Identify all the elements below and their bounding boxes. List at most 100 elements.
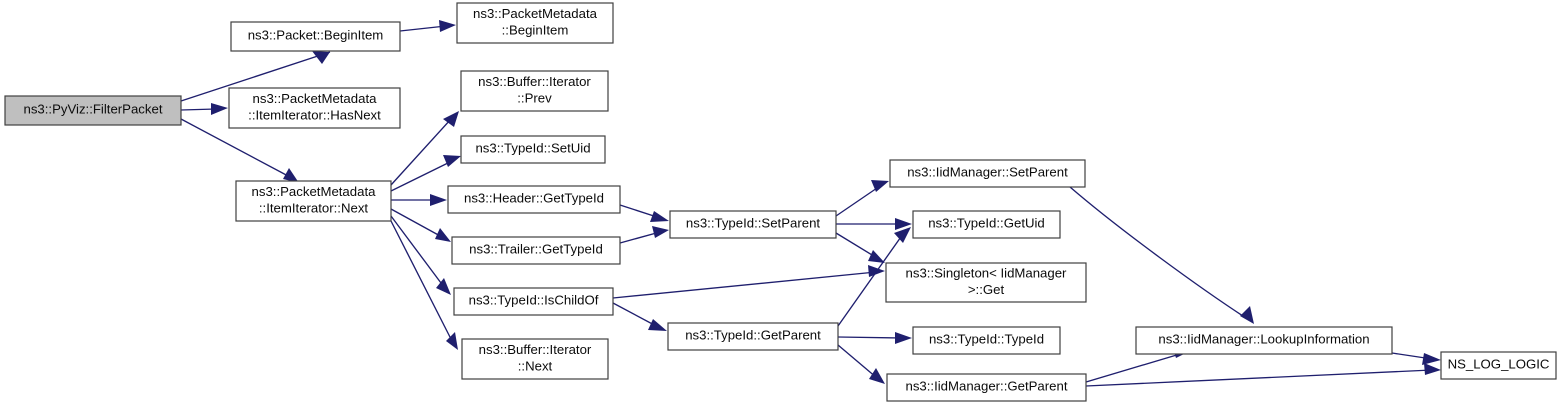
arrowhead-icon [211, 103, 228, 115]
call-edge [1085, 363, 1441, 387]
call-edge [180, 118, 299, 183]
node-label: ns3::TypeId::SetUid [475, 141, 590, 156]
edge-line [1085, 353, 1181, 383]
edge-line [612, 271, 877, 299]
edge-line [180, 118, 291, 178]
edge-line [390, 208, 443, 238]
node-box[interactable] [912, 210, 1061, 239]
node-label-line: ns3::TypeId::GetParent [685, 328, 821, 343]
node-box[interactable] [667, 322, 839, 351]
node-label: ns3::IidManager::LookupInformation [1158, 332, 1369, 347]
node-box[interactable] [235, 180, 392, 222]
node-box[interactable] [1440, 351, 1557, 380]
graph-node-buffer-prev[interactable]: ns3::Buffer::Iterator::Prev [460, 70, 609, 112]
node-box[interactable] [453, 287, 614, 316]
node-label-line: ns3::Trailer::GetTypeId [469, 242, 603, 257]
graph-node-typeid-getparent[interactable]: ns3::TypeId::GetParent [667, 322, 839, 351]
node-box[interactable] [886, 373, 1087, 402]
node-label-line: ::BeginItem [502, 23, 569, 38]
graph-node-iidmanager-setparent[interactable]: ns3::IidManager::SetParent [889, 159, 1086, 188]
call-edge [180, 103, 228, 115]
graph-node-buffer-next[interactable]: ns3::Buffer::Iterator::Next [461, 338, 609, 380]
node-label: NS_LOG_LOGIC [1448, 357, 1550, 372]
node-box[interactable] [889, 159, 1086, 188]
arrowhead-icon [436, 278, 451, 295]
node-box[interactable] [230, 21, 401, 52]
node-label-line: ns3::Header::GetTypeId [464, 191, 604, 206]
edge-line [1069, 186, 1247, 319]
graph-node-iidmanager-lookupinformation[interactable]: ns3::IidManager::LookupInformation [1135, 326, 1393, 355]
edge-line [837, 344, 878, 379]
graph-node-typeid-setuid[interactable]: ns3::TypeId::SetUid [460, 135, 606, 164]
edge-line [390, 220, 453, 342]
call-edge [180, 51, 331, 102]
node-label-line: >::Get [968, 282, 1005, 297]
node-box[interactable] [447, 185, 621, 214]
call-edge [390, 111, 459, 186]
graph-node-trailer-gettypeid[interactable]: ns3::Trailer::GetTypeId [451, 236, 621, 265]
call-edge [837, 344, 885, 384]
node-label: ns3::Header::GetTypeId [464, 191, 604, 206]
node-label: ns3::PacketMetadata::BeginItem [473, 6, 598, 38]
graph-node-header-gettypeid[interactable]: ns3::Header::GetTypeId [447, 185, 621, 214]
call-edge [619, 204, 669, 222]
graph-node-itemiterator-next[interactable]: ns3::PacketMetadata::ItemIterator::Next [235, 180, 392, 222]
node-box[interactable] [451, 236, 621, 265]
node-label-line: ns3::IidManager::SetParent [907, 165, 1068, 180]
node-box[interactable] [885, 262, 1087, 303]
node-label-line: ns3::TypeId::SetUid [475, 141, 590, 156]
graph-node-typeid-getuid[interactable]: ns3::TypeId::GetUid [912, 210, 1061, 239]
node-box[interactable] [669, 210, 837, 239]
arrowhead-icon [312, 51, 330, 64]
graph-node-typeid-ischildof[interactable]: ns3::TypeId::IsChildOf [453, 287, 614, 316]
arrowhead-icon [443, 155, 461, 167]
node-label-line: ns3::Singleton< IidManager [906, 266, 1068, 281]
edge-line [390, 160, 453, 192]
edge-line [390, 215, 445, 288]
node-box[interactable] [460, 135, 606, 164]
arrowhead-icon [446, 332, 458, 350]
call-edge [836, 218, 912, 230]
graph-node-filterpacket[interactable]: ns3::PyViz::FilterPacket [4, 95, 182, 126]
call-edge [835, 180, 889, 217]
edge-line [180, 108, 217, 111]
node-box[interactable] [456, 2, 614, 44]
edge-line [399, 25, 447, 32]
graph-node-packetmetadata-beginitem[interactable]: ns3::PacketMetadata::BeginItem [456, 2, 614, 44]
node-box[interactable] [912, 326, 1061, 355]
arrowhead-icon [435, 228, 451, 242]
graph-node-iidmanager-getparent[interactable]: ns3::IidManager::GetParent [886, 373, 1087, 402]
node-label-line: ns3::TypeId::GetUid [928, 216, 1045, 231]
arrowhead-icon [895, 332, 912, 344]
node-box[interactable] [4, 95, 182, 126]
node-box[interactable] [460, 70, 609, 112]
graph-node-packet-beginitem[interactable]: ns3::Packet::BeginItem [230, 21, 401, 52]
node-box[interactable] [228, 87, 401, 129]
node-label-line: ns3::TypeId::SetParent [686, 216, 820, 231]
node-label-line: ns3::PacketMetadata [473, 6, 598, 21]
arrowhead-icon [894, 227, 911, 243]
node-label: ns3::Packet::BeginItem [248, 28, 384, 43]
node-label: ns3::TypeId::GetParent [685, 328, 821, 343]
arrowhead-icon [443, 111, 459, 127]
arrowhead-icon [650, 211, 669, 222]
graph-node-itemiterator-hasnext[interactable]: ns3::PacketMetadata::ItemIterator::HasNe… [228, 87, 401, 129]
graph-node-ns-log-logic[interactable]: NS_LOG_LOGIC [1440, 351, 1557, 380]
node-box[interactable] [1135, 326, 1393, 355]
graph-node-singleton-get[interactable]: ns3::Singleton< IidManager>::Get [885, 262, 1087, 303]
node-label-line: ::ItemIterator::Next [259, 201, 369, 216]
arrowhead-icon [430, 194, 447, 206]
node-label-line: ::Prev [517, 91, 552, 106]
call-edge [399, 20, 456, 32]
graph-node-typeid-typeid[interactable]: ns3::TypeId::TypeId [912, 326, 1061, 355]
graph-node-typeid-setparent[interactable]: ns3::TypeId::SetParent [669, 210, 837, 239]
call-edge [837, 332, 912, 344]
node-label: ns3::PacketMetadata::ItemIterator::HasNe… [248, 91, 381, 123]
node-label-line: ns3::TypeId::IsChildOf [469, 293, 599, 308]
edge-line [390, 118, 452, 186]
call-edge [612, 265, 885, 299]
node-box[interactable] [461, 338, 609, 380]
call-edge [391, 194, 447, 206]
arrowhead-icon [868, 250, 885, 263]
